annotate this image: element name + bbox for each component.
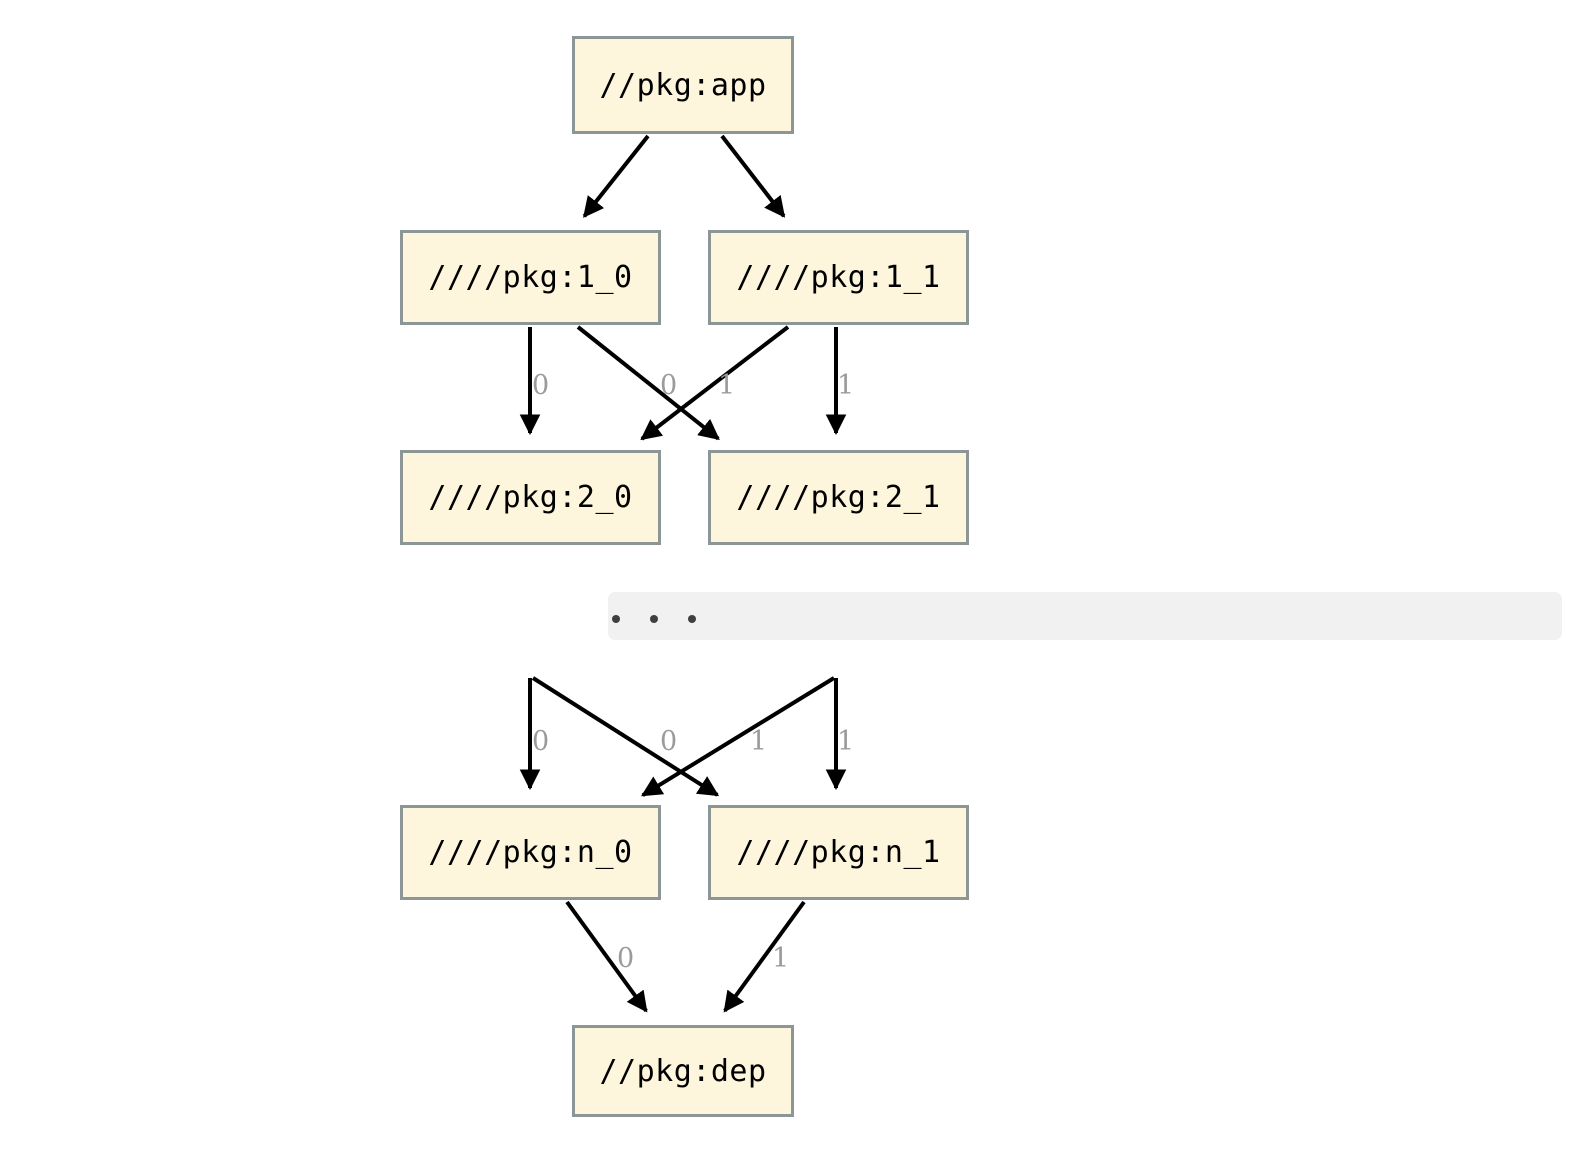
graph-edge-n1_0-to-n2_1 xyxy=(576,325,720,441)
graph-node-label: ////pkg:1_1 xyxy=(736,260,941,295)
graph-edge-label: 0 xyxy=(532,370,550,401)
graph-node-dep[interactable]: //pkg:dep xyxy=(572,1025,794,1117)
graph-edge-label: 1 xyxy=(837,726,855,757)
ellipsis-separator-band xyxy=(608,592,1562,640)
graph-edge-label: 0 xyxy=(617,943,635,974)
graph-edge-label: 1 xyxy=(750,726,768,757)
ellipsis-dot xyxy=(688,615,696,623)
graph-node-n2_1[interactable]: ////pkg:2_1 xyxy=(708,450,969,545)
graph-edge-label: 0 xyxy=(532,726,550,757)
graph-edge-app-to-n1_0 xyxy=(582,134,650,218)
graph-node-nn_0[interactable]: ////pkg:n_0 xyxy=(400,805,661,900)
graph-node-label: ////pkg:n_0 xyxy=(428,835,633,870)
graph-node-n1_1[interactable]: ////pkg:1_1 xyxy=(708,230,969,325)
graph-node-app[interactable]: //pkg:app xyxy=(572,36,794,134)
edges-group xyxy=(519,134,847,1013)
graph-node-label: //pkg:app xyxy=(599,67,767,103)
graph-edge-label: 0 xyxy=(660,726,678,757)
graph-edge-src-to-nn_1 xyxy=(531,676,720,797)
ellipsis-dots xyxy=(612,615,696,623)
graph-edge-label: 0 xyxy=(660,370,678,401)
graph-node-nn_1[interactable]: ////pkg:n_1 xyxy=(708,805,969,900)
graph-node-label: ////pkg:1_0 xyxy=(428,260,633,295)
graph-edge-label: 1 xyxy=(837,370,855,401)
graph-node-label: ////pkg:2_1 xyxy=(736,480,941,515)
graph-edge-app-to-n1_1 xyxy=(720,134,786,218)
graph-edge-nn_0-to-dep xyxy=(565,900,648,1013)
graph-node-label: ////pkg:n_1 xyxy=(736,835,941,870)
graph-node-n2_0[interactable]: ////pkg:2_0 xyxy=(400,450,661,545)
graph-edge-nn_1-to-dep xyxy=(723,900,806,1013)
graph-edge-n1_1-to-n2_0 xyxy=(640,325,790,441)
ellipsis-dot xyxy=(650,615,658,623)
ellipsis-dot xyxy=(612,615,620,623)
graph-edge-label: 1 xyxy=(772,943,790,974)
graph-edge-label: 1 xyxy=(718,370,736,401)
graph-edge-src-to-nn_0 xyxy=(641,676,836,797)
graph-node-n1_0[interactable]: ////pkg:1_0 xyxy=(400,230,661,325)
graph-node-label: //pkg:dep xyxy=(599,1053,767,1089)
graph-node-label: ////pkg:2_0 xyxy=(428,480,633,515)
